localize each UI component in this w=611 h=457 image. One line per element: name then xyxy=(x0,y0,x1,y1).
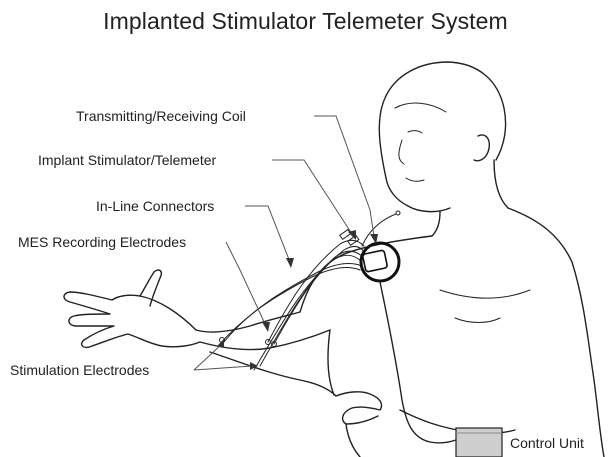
label-transmitting-receiving-coil: Transmitting/Receiving Coil xyxy=(76,108,246,124)
label-mes-recording-electrodes: MES Recording Electrodes xyxy=(18,234,186,250)
diagram-title: Implanted Stimulator Telemeter System xyxy=(0,8,611,35)
label-implant-stimulator-telemeter: Implant Stimulator/Telemeter xyxy=(38,152,216,168)
label-stimulation-electrodes: Stimulation Electrodes xyxy=(10,362,149,378)
label-control-unit: Control Unit xyxy=(510,435,584,451)
label-in-line-connectors: In-Line Connectors xyxy=(96,198,214,214)
control-unit-box-icon xyxy=(456,428,502,457)
implant-coil-icon xyxy=(361,243,399,281)
